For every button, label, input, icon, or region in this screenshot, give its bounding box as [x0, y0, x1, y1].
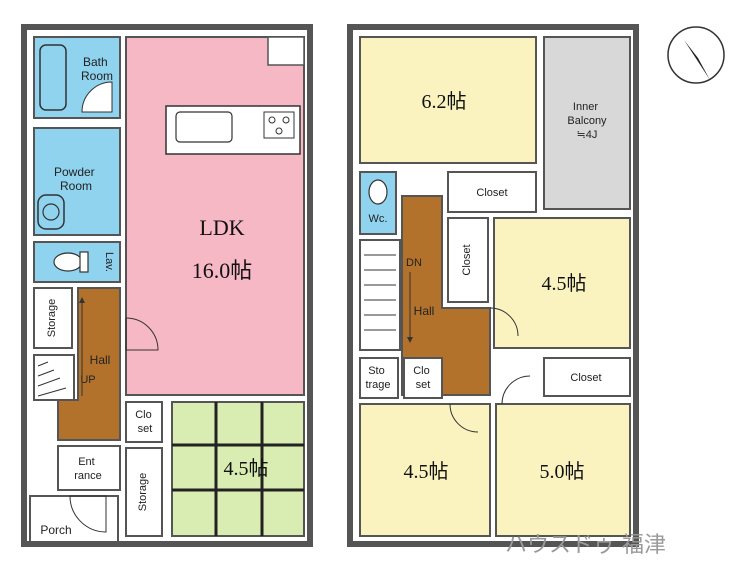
closet-small-label: Clo set [413, 365, 433, 391]
ldk-pantry [267, 36, 305, 66]
label-line: Room [60, 179, 92, 193]
room-5-0 [495, 403, 631, 537]
storage-left-label: Storage [46, 299, 58, 338]
closet-first [125, 401, 163, 443]
up-label: UP [80, 374, 95, 386]
closet-small-second [403, 357, 443, 399]
ldk-name: LDK [199, 215, 244, 240]
second-floor: 6.2帖 Inner Balcony≒4J Closet Wc. DN Hall… [347, 24, 639, 547]
label-line: set [138, 423, 153, 435]
bath-label: Bath Room [81, 55, 113, 83]
storage-bottom-label: Storage [137, 473, 149, 512]
toilet-icon [53, 252, 83, 272]
room-6-2-size: 6.2帖 [422, 90, 467, 113]
first-floor: Bath Room Powder Room Lav. Storage Hall … [21, 24, 313, 547]
lav-label: Lav. [103, 252, 115, 272]
label-line: trage [365, 379, 390, 391]
closet-vertical-label: Closet [461, 244, 473, 275]
hall-second-label: Hall [414, 304, 435, 318]
compass-ring-icon [667, 26, 725, 84]
bath-door-icon [81, 81, 113, 113]
closet-first-label: Clo set [135, 409, 155, 435]
north-arrow-icon [684, 40, 710, 80]
storage-left [33, 287, 73, 349]
toilet-tank-icon [79, 251, 89, 273]
closet-top [447, 171, 537, 213]
hall-first [57, 287, 121, 441]
stairs-icon [37, 361, 67, 397]
stairs-icon [364, 254, 396, 331]
tatami-grid [172, 402, 304, 536]
room-6-2 [359, 36, 537, 164]
ldk-room [125, 36, 305, 396]
room-4-5-right [493, 217, 631, 349]
bathtub-icon [39, 44, 67, 111]
storage-second [359, 357, 399, 399]
door-icon [449, 403, 479, 433]
closet-bottom [543, 357, 631, 397]
entrance-label: Ent rance [74, 456, 102, 482]
powder-label: Powder Room [54, 165, 98, 193]
ldk-door-icon [125, 317, 159, 351]
burner-icon [275, 127, 283, 135]
washer-drum-icon [42, 203, 60, 221]
door-icon [501, 375, 531, 405]
stairs-first [33, 354, 75, 401]
closet-top-label: Closet [476, 187, 507, 199]
label-line: ≒4J [577, 129, 598, 141]
stairs-second [359, 239, 401, 351]
entrance [57, 445, 121, 491]
wc-label: Wc. [369, 213, 388, 225]
japanese-room-size: 4.5帖 [224, 457, 269, 480]
entrance-door-icon [69, 495, 107, 533]
closet-vertical [447, 217, 489, 303]
sink-icon [175, 111, 233, 143]
hall-first-label: Hall [90, 353, 111, 367]
porch-label: Porch [40, 523, 71, 537]
ldk-size: 16.0帖 [192, 258, 253, 283]
room-5-0-size: 5.0帖 [540, 460, 585, 483]
storage-bottom [125, 447, 163, 537]
room-4-5-bottom-left-size: 4.5帖 [404, 460, 449, 483]
closet-bottom-label: Closet [570, 372, 601, 384]
inner-balcony [543, 36, 631, 210]
label-line: Room [81, 69, 113, 83]
balcony-label: Inner Balcony≒4J [567, 101, 607, 141]
label-line: rance [74, 470, 102, 482]
storage-second-label: Sto trage [365, 365, 390, 391]
room-4-5-right-size: 4.5帖 [542, 272, 587, 295]
room-4-5-bottom-left [359, 403, 491, 537]
label-line: set [416, 379, 431, 391]
japanese-room [171, 401, 305, 537]
burner-icon [282, 116, 290, 124]
porch [29, 495, 119, 543]
label-line: Balcony [567, 115, 607, 127]
watermark: ハウスドゥ 福津 [505, 533, 666, 558]
toilet-icon [368, 179, 388, 205]
burner-icon [268, 116, 276, 124]
door-icon [489, 307, 519, 337]
compass [667, 26, 725, 84]
dn-label: DN [406, 257, 422, 269]
